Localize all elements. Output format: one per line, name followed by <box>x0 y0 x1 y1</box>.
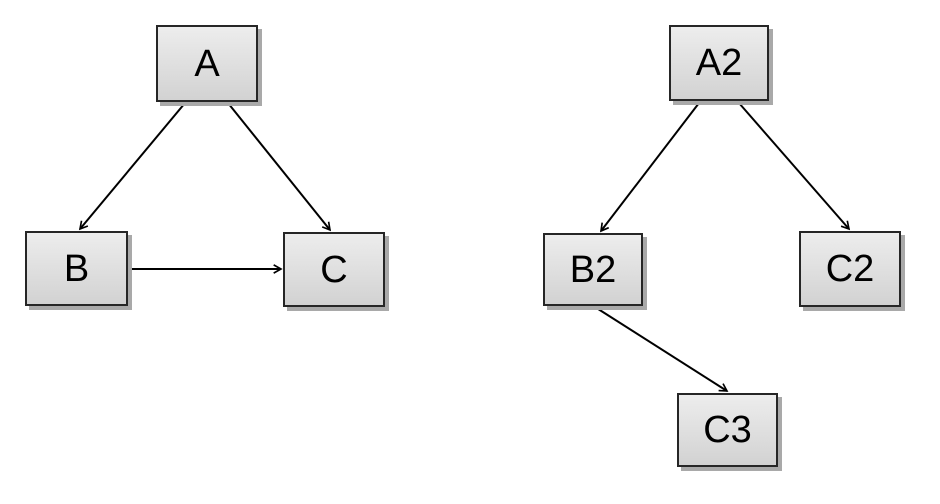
node-C3[interactable]: C3 <box>677 393 778 467</box>
node-B[interactable]: B <box>25 231 128 306</box>
edge-A-C <box>227 102 332 232</box>
node-A2[interactable]: A2 <box>669 25 769 101</box>
node-label: B <box>63 247 90 290</box>
node-label: C <box>320 248 348 291</box>
node-label: C2 <box>825 248 875 290</box>
edge-A2-B2 <box>599 102 700 233</box>
edge-A2-C2 <box>738 102 851 231</box>
edge-A-B <box>78 102 186 231</box>
node-B2[interactable]: B2 <box>543 233 643 306</box>
node-C2[interactable]: C2 <box>799 231 901 307</box>
node-label: C3 <box>703 409 752 451</box>
node-label: A2 <box>695 42 743 84</box>
edge-B2-C3 <box>594 306 729 392</box>
node-C[interactable]: C <box>283 232 385 307</box>
node-label: B2 <box>569 248 617 291</box>
node-label: A <box>194 42 220 85</box>
node-A[interactable]: A <box>156 25 258 102</box>
